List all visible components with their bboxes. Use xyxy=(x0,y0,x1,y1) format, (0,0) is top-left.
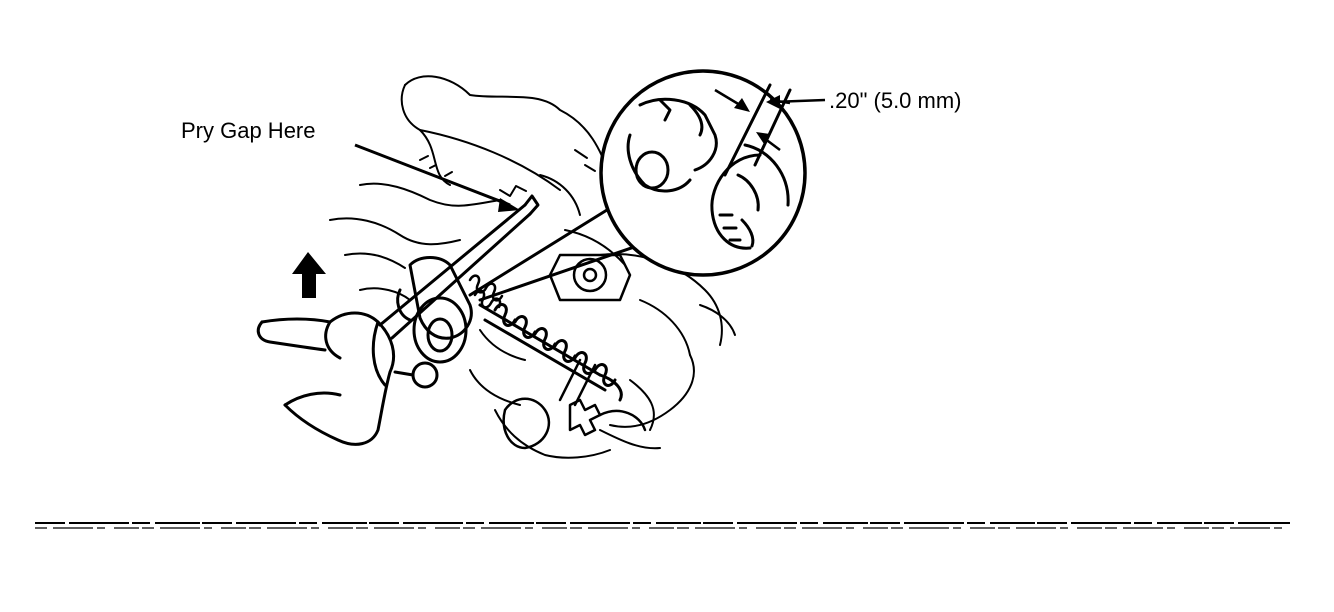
adjuster-bracket xyxy=(393,256,473,389)
screwdriver xyxy=(378,194,540,340)
leader-arrow-icon xyxy=(354,143,520,212)
up-arrow-icon xyxy=(292,252,326,298)
dimension-arrow-icon xyxy=(714,88,826,151)
engine-body xyxy=(329,75,736,459)
bottom-rule xyxy=(35,522,1290,529)
gap-dimension-label: .20" (5.0 mm) xyxy=(829,88,962,113)
callout-wedge xyxy=(468,203,642,302)
detail-circle xyxy=(599,69,807,277)
small-spring xyxy=(468,274,504,309)
pry-gap-label: Pry Gap Here xyxy=(181,118,316,143)
hand xyxy=(256,311,395,446)
lower-gear xyxy=(502,358,647,450)
spring xyxy=(478,303,623,402)
